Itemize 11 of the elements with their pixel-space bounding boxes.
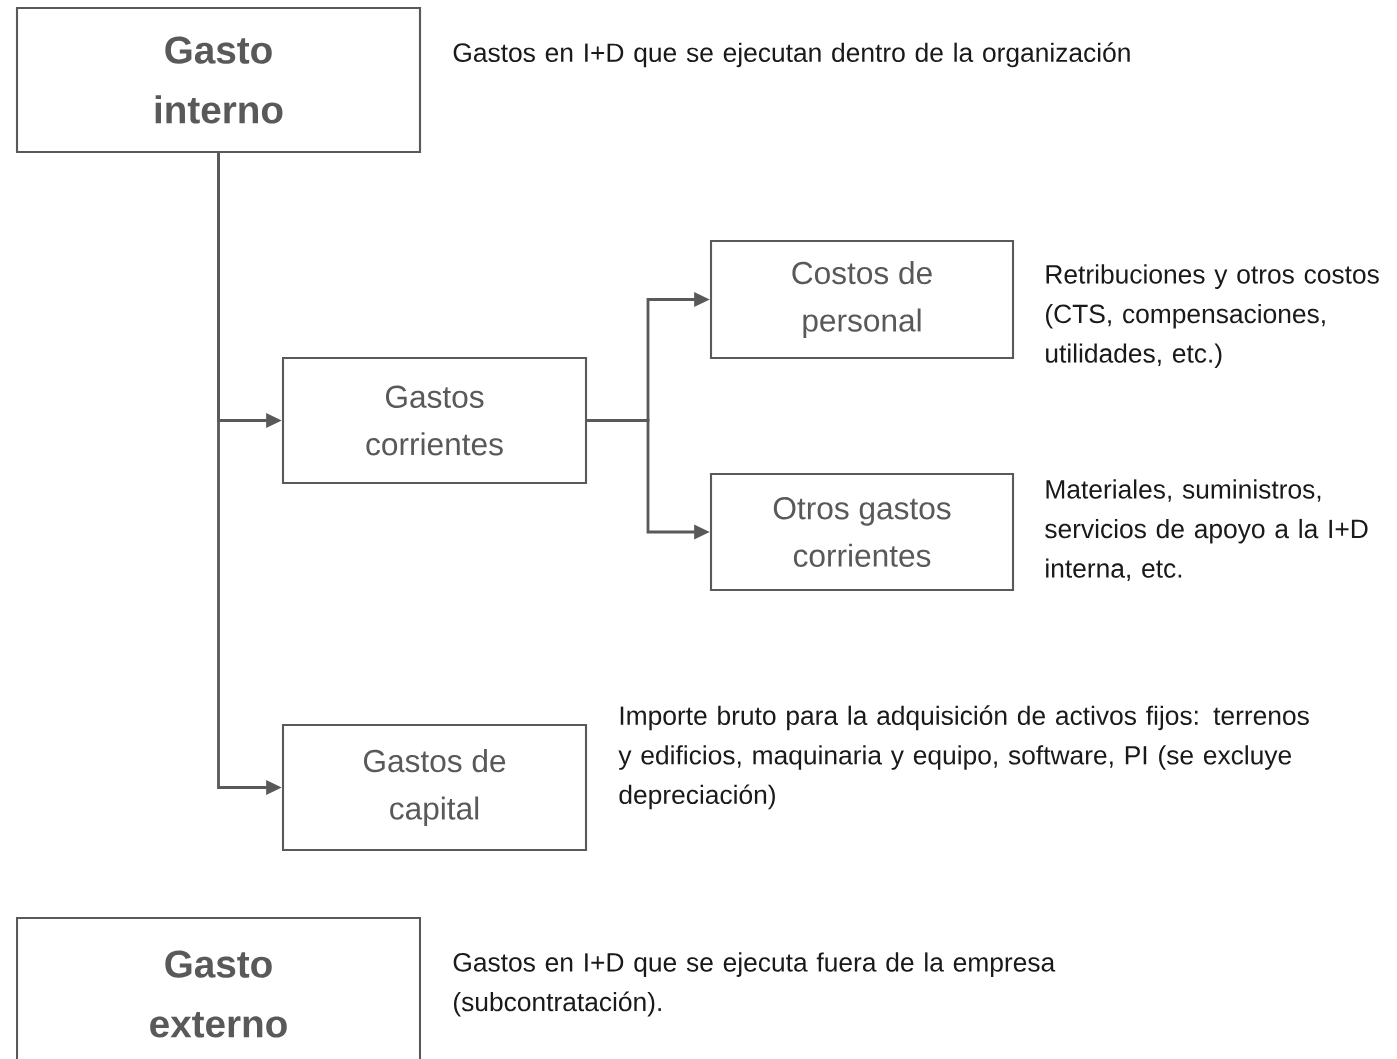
category-box: Otros gastos corrientes bbox=[709, 472, 1015, 592]
heading-box: Gasto externo bbox=[15, 916, 422, 1059]
heading-box: Gasto interno bbox=[15, 6, 422, 154]
description-text: Importe bruto para la adquisición de activos fijos: terrenos y edificios, maquinaria y equipo, software, PI (se excluye depreciación) bbox=[618, 705, 1309, 810]
category-box: Gastos corrientes bbox=[281, 356, 588, 485]
category-box: Gastos de capital bbox=[281, 723, 588, 852]
description-text: Gastos en I+D que se ejecutan dentro de la organización bbox=[453, 42, 1130, 68]
description-text: Retribuciones y otros costos (CTS, compensaciones, utilidades, etc.) bbox=[1046, 264, 1379, 368]
description-text: Materiales, suministros, servicios de apoyo a la I+D interna, etc. bbox=[1045, 479, 1368, 581]
category-box: Costos de personal bbox=[709, 239, 1015, 360]
description-text: Gastos en I+D que se ejecuta fuera de la empresa (subcontratación). bbox=[453, 952, 1056, 1017]
